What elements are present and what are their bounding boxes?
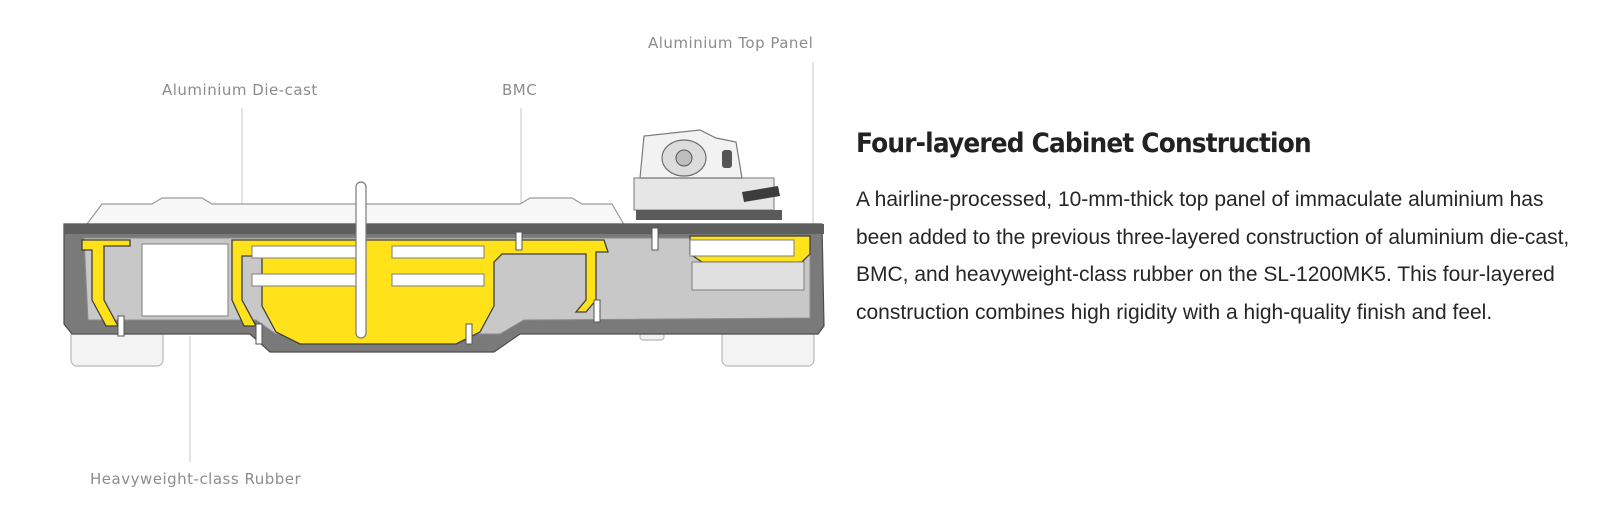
left-foot [70, 329, 164, 367]
feature-body-text: A hairline-processed, 10-mm-thick top pa… [856, 188, 1570, 324]
power-supply-housing [141, 243, 229, 317]
left-stator-plate-bottom [251, 273, 365, 287]
cross-section-illustration [63, 62, 825, 462]
internal-components [141, 239, 805, 317]
bmc-callout-label: BMC [502, 81, 538, 99]
right-stator-plate-bottom [391, 273, 485, 287]
platter-outline [82, 197, 628, 229]
die-cast-callout-label: Aluminium Die-cast [162, 81, 318, 99]
rubber-callout-label: Heavyweight-class Rubber [90, 470, 302, 488]
aluminium-top-panel [64, 224, 824, 234]
top-panel-callout-label: Aluminium Top Panel [648, 34, 814, 52]
cabinet-cross-section-diagram: Aluminium Top Panel Aluminium Die-cast B… [63, 34, 825, 488]
feature-description: Four-layered Cabinet Construction A hair… [856, 128, 1591, 331]
control-board [689, 239, 795, 257]
mounting-screws [117, 227, 659, 345]
tonearm-assembly [633, 129, 782, 220]
spindle [355, 181, 367, 339]
right-foot [721, 329, 815, 367]
left-stator-plate-top [251, 245, 365, 259]
feature-title: Four-layered Cabinet Construction [856, 128, 1312, 159]
control-board-housing [691, 261, 805, 291]
right-stator-plate-top [391, 245, 485, 259]
